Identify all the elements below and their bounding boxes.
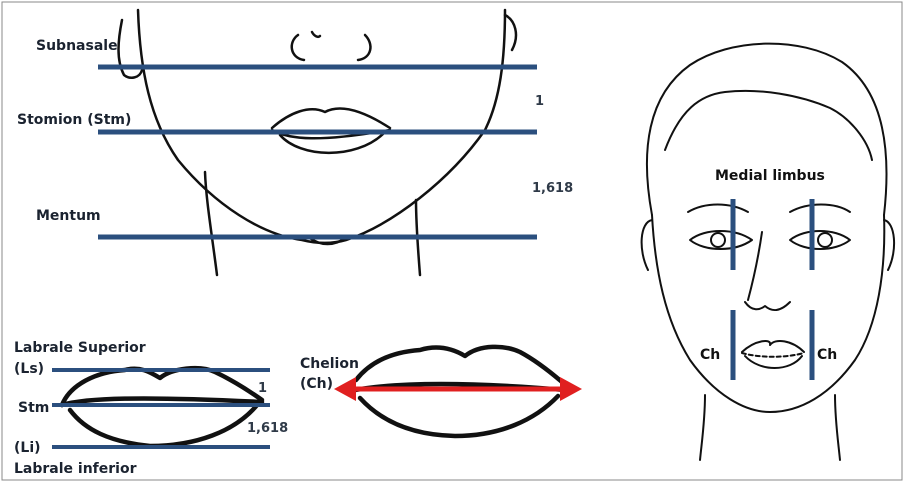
hairline [665,91,872,160]
hair-outline [647,44,887,215]
left-iris [711,233,725,247]
subnasale-label: Subnasale [36,38,118,54]
nose-right-nostril [358,35,370,60]
face-ch-right-label: Ch [817,347,837,363]
nose-tip [312,32,320,37]
face-mouth-line [742,353,804,357]
labrale-inferior-label: Labrale inferior [14,461,137,477]
lips-ratio-upper: 1 [258,381,267,396]
upper-lip [272,109,390,128]
chelion-label: Chelion [300,356,359,372]
left-ear [642,220,652,270]
neck-left [205,172,217,275]
ch-abbr-label: (Ch) [300,376,333,392]
face-lower-lip [745,356,802,368]
lips-sketch [62,368,262,446]
right-ear [505,15,516,50]
lower-face-panel: Subnasale Stomion (Stm) Mentum 1 1,618 [17,10,573,275]
right-brow [790,205,850,213]
face-upper-lip [742,341,804,352]
left-brow [688,205,748,213]
lips-ratio-panel: Labrale Superior (Ls) Stm (Li) Labrale i… [14,340,288,477]
ls-label: (Ls) [14,361,44,377]
face-ch-left-label: Ch [700,347,720,363]
right-iris [818,233,832,247]
nose-left-nostril [292,35,304,60]
neck-right [835,395,840,460]
chelion-panel: Chelion (Ch) [300,347,582,436]
neck-left [700,395,705,460]
top-ratio-upper: 1 [535,94,544,109]
lips-ratio-lower: 1,618 [247,421,288,436]
top-ratio-lower: 1,618 [532,181,573,196]
medial-limbus-label: Medial limbus [715,168,825,184]
lips-lower-outline [70,404,258,446]
chelion-upper-lip [356,347,562,382]
li-label: (Li) [14,440,41,456]
labrale-superior-label: Labrale Superior [14,340,146,356]
chelion-arrowhead-right [560,377,582,401]
face-outline [652,215,884,412]
jaw-outline [138,10,505,243]
chelion-lower-lip [360,396,558,436]
right-ear [884,220,894,270]
nose-base [745,302,790,310]
stm-label: Stm [18,400,49,416]
face-sketch [642,44,894,460]
right-eye [790,231,850,249]
chelion-arrowhead-left [334,377,356,401]
full-face-panel: Medial limbus Ch Ch [642,44,894,460]
stomion-label: Stomion (Stm) [17,112,131,128]
mentum-label: Mentum [36,208,101,224]
